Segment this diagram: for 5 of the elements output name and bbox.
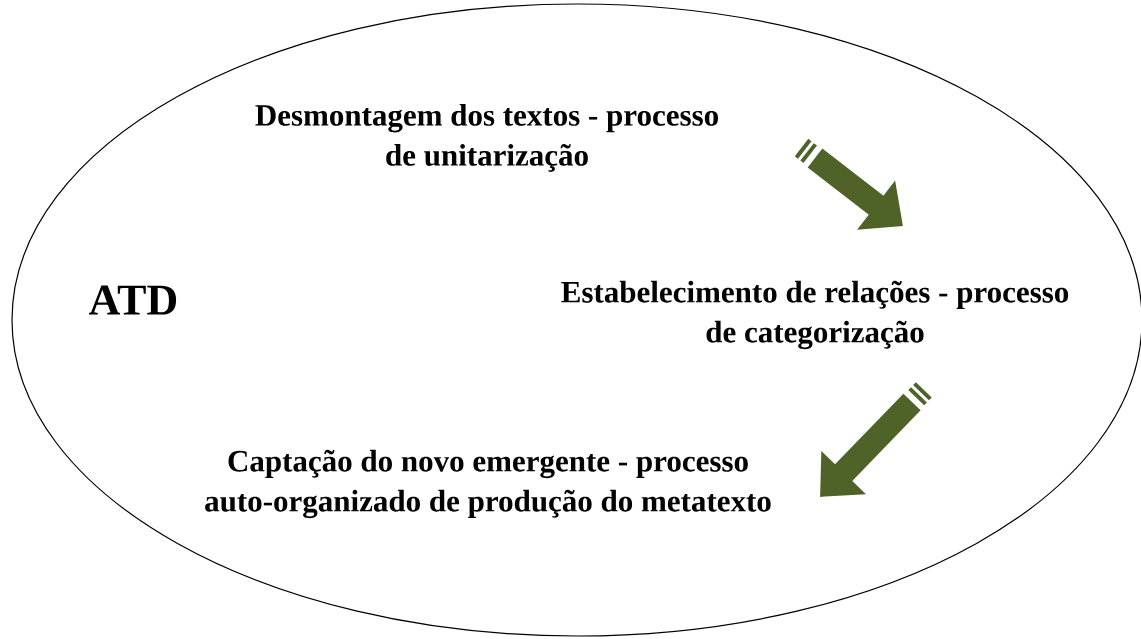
step-text: Estabelecimento de relações - processo de categorização	[561, 280, 1069, 350]
block-arrow	[820, 382, 932, 497]
step-text: Captação do novo emergente - processo auto-organizado de produção do metatexto	[205, 449, 771, 519]
title-text: ATD	[89, 285, 177, 315]
step-text: Desmontagem dos textos - processo de unitarização	[255, 104, 718, 172]
